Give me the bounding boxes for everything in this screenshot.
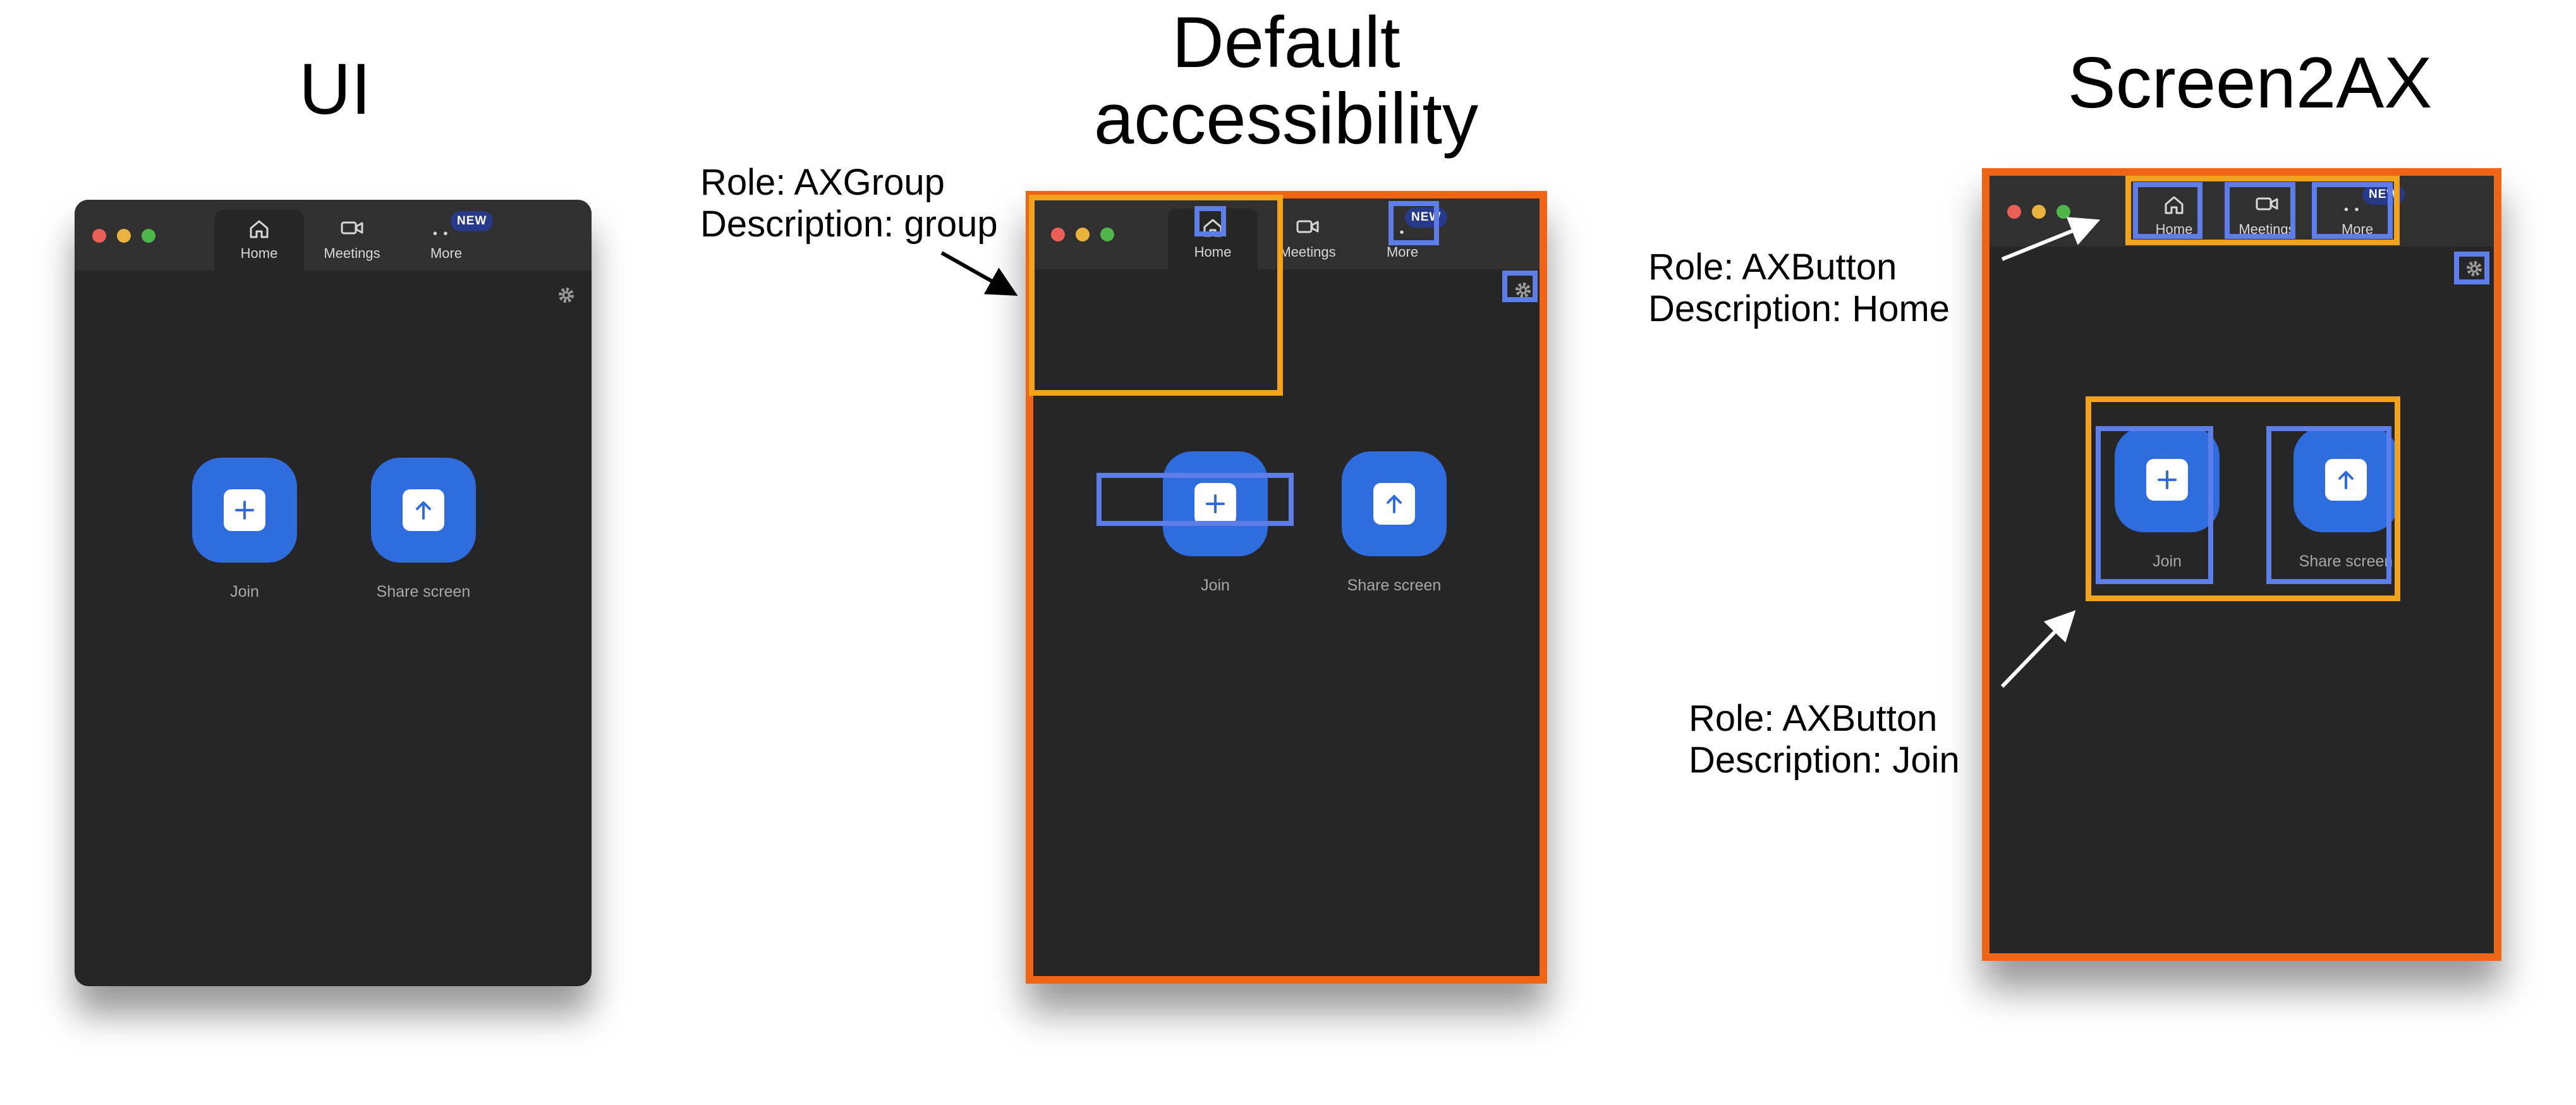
tab-meetings-label: Meetings <box>324 245 380 261</box>
tab-home[interactable]: Home <box>2129 186 2219 247</box>
join-action[interactable]: Join <box>169 458 320 622</box>
titlebar: Home Meetings • • More NEW <box>75 200 592 271</box>
share-screen-label: Share screen <box>2299 552 2393 570</box>
gear-icon[interactable] <box>2465 259 2484 278</box>
join-label: Join <box>2153 552 2182 570</box>
tab-home[interactable]: Home <box>1168 209 1258 269</box>
video-camera-icon <box>2256 197 2278 211</box>
join-button[interactable] <box>1163 451 1268 556</box>
tab-meetings[interactable]: Meetings <box>307 210 397 271</box>
more-dots-icon: • • <box>433 227 449 241</box>
new-badge: NEW <box>451 211 494 231</box>
more-dots-icon: • • <box>2344 203 2360 217</box>
window-ui: Home Meetings • • More NEW Join Share sc… <box>75 200 592 986</box>
tab-home[interactable]: Home <box>214 210 304 271</box>
tab-more-label: More <box>2341 221 2374 237</box>
annotation-join: Role: AXButton Description: Join <box>1689 698 1960 781</box>
gear-icon[interactable] <box>1514 281 1533 300</box>
video-camera-icon <box>341 221 363 235</box>
home-icon <box>250 220 269 238</box>
tab-home-label: Home <box>1194 244 1232 260</box>
tab-meetings-label: Meetings <box>2239 221 2295 237</box>
share-screen-button[interactable] <box>2293 427 2398 532</box>
arrow-up-icon <box>416 501 431 520</box>
annotation-group-description: Description: group <box>700 203 998 245</box>
minimize-button[interactable] <box>2032 205 2046 219</box>
titlebar: Home Meetings • • More NEW <box>1990 176 2494 247</box>
arrow-up-icon <box>2338 471 2354 489</box>
join-action[interactable]: Join <box>2091 427 2243 592</box>
tab-more-label: More <box>430 245 463 261</box>
annotation-home: Role: AXButton Description: Home <box>1648 247 1950 329</box>
minimize-button[interactable] <box>1076 228 1090 241</box>
close-button[interactable] <box>2007 205 2021 219</box>
zoom-button[interactable] <box>2057 205 2070 219</box>
zoom-button[interactable] <box>142 229 155 243</box>
new-badge: NEW <box>1405 207 1448 228</box>
join-button[interactable] <box>2115 427 2220 532</box>
title-default-accessibility: Default accessibility <box>1093 3 1479 159</box>
share-screen-action[interactable]: Share screen <box>1318 451 1470 616</box>
tab-meetings[interactable]: Meetings <box>1263 209 1352 269</box>
plus-icon <box>1206 494 1225 513</box>
more-dots-icon: • • <box>1389 226 1406 240</box>
annotation-home-role: Role: AXButton <box>1648 247 1897 288</box>
minimize-button[interactable] <box>117 229 131 243</box>
video-camera-icon <box>1296 220 1319 233</box>
plus-icon <box>235 501 254 520</box>
annotation-group: Role: AXGroup Description: group <box>700 162 998 245</box>
titlebar: Home Meetings • • More NEW <box>1033 198 1540 269</box>
close-button[interactable] <box>92 229 106 243</box>
join-label: Join <box>1201 577 1230 594</box>
annotation-home-description: Description: Home <box>1648 288 1950 329</box>
title-ui: UI <box>299 49 371 130</box>
annotation-group-role: Role: AXGroup <box>700 162 945 203</box>
join-label: Join <box>230 583 259 601</box>
join-action[interactable]: Join <box>1139 451 1291 616</box>
join-button[interactable] <box>192 458 297 563</box>
title-screen2ax: Screen2AX <box>2067 43 2433 123</box>
share-screen-label: Share screen <box>376 583 471 601</box>
tab-more-label: More <box>1386 244 1419 260</box>
home-icon <box>1203 219 1222 237</box>
tab-more[interactable]: • • More <box>401 210 491 271</box>
zoom-button[interactable] <box>1100 228 1114 241</box>
home-icon <box>2165 196 2184 214</box>
gear-icon[interactable] <box>557 286 576 305</box>
share-screen-label: Share screen <box>1347 577 1442 594</box>
plus-icon <box>2158 470 2177 489</box>
share-screen-action[interactable]: Share screen <box>348 458 499 622</box>
pointer-arrow-group <box>940 251 1018 296</box>
tab-home-label: Home <box>240 245 278 261</box>
tab-home-label: Home <box>2155 221 2193 237</box>
close-button[interactable] <box>1051 228 1065 241</box>
tab-meetings[interactable]: Meetings <box>2222 186 2312 247</box>
new-badge: NEW <box>2362 185 2405 205</box>
share-screen-button[interactable] <box>1342 451 1447 556</box>
arrow-up-icon <box>1387 495 1402 513</box>
tab-meetings-label: Meetings <box>1279 244 1336 260</box>
share-screen-action[interactable]: Share screen <box>2270 427 2422 592</box>
annotation-join-description: Description: Join <box>1689 739 1960 781</box>
annotation-join-role: Role: AXButton <box>1689 698 1938 739</box>
window-screen2ax: Home Meetings • • More NEW Join Share sc… <box>1982 168 2501 961</box>
share-screen-button[interactable] <box>371 458 476 563</box>
window-default-accessibility: Home Meetings • • More NEW Join Share sc… <box>1026 191 1547 984</box>
